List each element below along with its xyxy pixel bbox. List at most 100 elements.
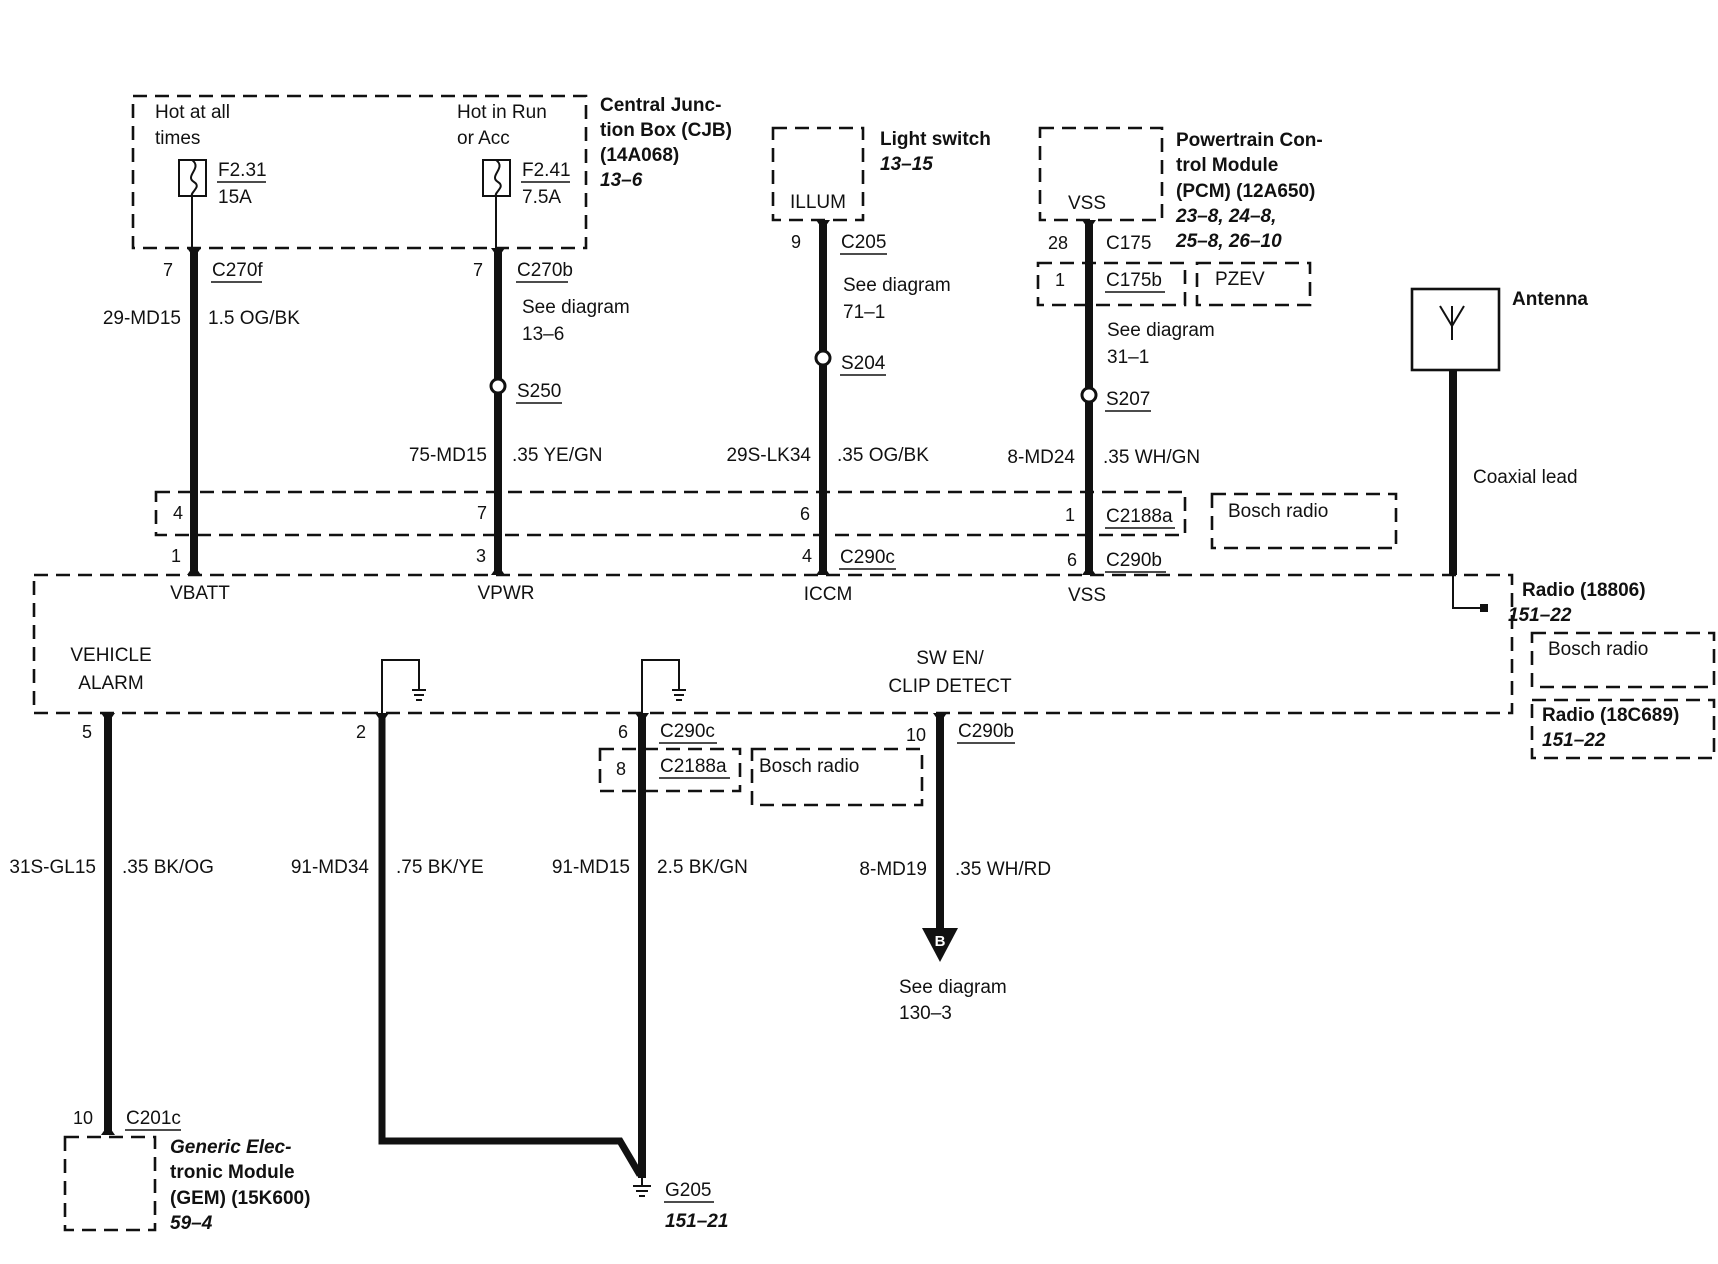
- light-switch-title: Light switch: [880, 129, 991, 150]
- iccm-pin-top: 9: [791, 232, 801, 252]
- gnd2-conn-c2188a: C2188a: [660, 756, 727, 777]
- vpwr-circuit: 75-MD15: [409, 445, 487, 466]
- wire-iccm: 9 C205 See diagram 71–1 S204 29S-LK34 .3…: [726, 220, 951, 605]
- wire-vehicle-alarm: 5 31S-GL15 .35 BK/OG 10 C201c: [9, 713, 214, 1135]
- alarm-pin-gem: 10: [73, 1108, 93, 1128]
- swen-conn: C290b: [958, 721, 1014, 742]
- generic-electronic-module: Generic Elec- tronic Module (GEM) (15K60…: [63, 1135, 310, 1234]
- sw-en-1: SW EN/: [916, 648, 984, 669]
- illum-label: ILLUM: [790, 192, 846, 213]
- gnd2-conn: C290c: [660, 721, 715, 742]
- cjb-hot-run-2: or Acc: [457, 128, 510, 149]
- bosch-radio-label-top: Bosch radio: [1228, 501, 1328, 522]
- ground-ref: 151–21: [665, 1211, 728, 1232]
- iccm-see-1: See diagram: [843, 275, 951, 296]
- vss-splice: S207: [1106, 389, 1150, 410]
- antenna-box: [1410, 287, 1501, 372]
- radio-ref: 151–22: [1508, 605, 1572, 626]
- light-switch-ref: 13–15: [880, 154, 933, 175]
- pzev-label: PZEV: [1215, 269, 1265, 290]
- wire-vss: 28 C175 1 C175b PZEV See diagram 31–1 S2…: [1007, 220, 1312, 606]
- c175b-outline: [1036, 261, 1187, 307]
- alarm-pin: 5: [82, 722, 92, 742]
- gnd2-pin-c2188a: 8: [616, 759, 626, 779]
- bosch-radio-box-bottom: [750, 747, 924, 807]
- gnd2-spec: 2.5 BK/GN: [657, 857, 748, 878]
- vss-spec: .35 WH/GN: [1103, 447, 1200, 468]
- wire-vpwr: 7 C270b See diagram 13–6 S250 75-MD15 .3…: [409, 248, 630, 604]
- iccm-splice: S204: [841, 353, 886, 374]
- gnd2-circuit: 91-MD15: [552, 857, 630, 878]
- antenna-icon: [1439, 305, 1465, 340]
- antenna-title: Antenna: [1512, 289, 1588, 310]
- ground-g205: G205 151–21: [633, 1178, 728, 1232]
- iccm-conn-radio: C290c: [840, 547, 895, 568]
- vbatt-pin-radio: 1: [171, 546, 181, 566]
- fuse2-amp: 7.5A: [522, 187, 561, 208]
- vbatt-circuit: 29-MD15: [103, 308, 181, 329]
- pcm-ref-1: 23–8, 24–8,: [1175, 206, 1276, 227]
- powertrain-control-module: VSS Powertrain Con- trol Module (PCM) (1…: [1038, 126, 1323, 252]
- alarm-circuit: 31S-GL15: [9, 857, 96, 878]
- radio-outline: [32, 573, 1514, 715]
- vpwr-pin-c2188a: 7: [477, 503, 487, 523]
- vpwr-splice: S250: [517, 381, 561, 402]
- vbatt-pin-c2188a: 4: [173, 503, 183, 523]
- fuse-icon: [482, 159, 511, 197]
- gnd1-pin: 2: [356, 722, 366, 742]
- swen-see-2: 130–3: [899, 1003, 952, 1024]
- arrow-letter: B: [935, 933, 946, 950]
- vpwr-spec: .35 YE/GN: [512, 445, 602, 466]
- vbatt-signal: VBATT: [170, 583, 230, 604]
- pcm-title-3: (PCM) (12A650): [1176, 181, 1315, 202]
- pcm-vss-label: VSS: [1068, 193, 1106, 214]
- iccm-spec: .35 OG/BK: [837, 445, 929, 466]
- vss-circuit: 8-MD24: [1007, 447, 1075, 468]
- pzev-box: [1195, 261, 1312, 307]
- gem-title-1: Generic Elec-: [170, 1137, 291, 1158]
- radio-alt-box: [1530, 698, 1716, 760]
- iccm-signal: ICCM: [804, 584, 853, 605]
- gnd2-c2188a-outline: [598, 747, 742, 793]
- cjb-title-1: Central Junc-: [600, 95, 721, 116]
- vbatt-pin-top: 7: [163, 260, 173, 280]
- radio-title: Radio (18806): [1522, 580, 1646, 601]
- cjb-hot-all-2: times: [155, 128, 200, 149]
- cjb-outline: [131, 94, 588, 250]
- splice-s250: [489, 377, 507, 395]
- vbatt-conn-top: C270f: [212, 260, 263, 281]
- vss-conn-top: C175: [1106, 233, 1151, 254]
- pcm-title-2: trol Module: [1176, 155, 1278, 176]
- gem-ref: 59–4: [170, 1213, 213, 1234]
- off-page-arrow-icon: [922, 928, 958, 962]
- gnd2-pin: 6: [618, 722, 628, 742]
- splice-s204: [814, 349, 832, 367]
- iccm-pin-c2188a: 6: [800, 504, 810, 524]
- ground-icon: [633, 1178, 651, 1197]
- iccm-pin-radio: 4: [802, 546, 812, 566]
- iccm-circuit: 29S-LK34: [726, 445, 811, 466]
- vss-pin-top: 28: [1048, 233, 1068, 253]
- vehicle-alarm-2: ALARM: [78, 673, 143, 694]
- pcm-title-1: Powertrain Con-: [1176, 130, 1323, 151]
- vss-see-2: 31–1: [1107, 347, 1149, 368]
- cjb-title-2: tion Box (CJB): [600, 120, 732, 141]
- swen-spec: .35 WH/RD: [955, 859, 1051, 880]
- c2188a-connector-band: [154, 490, 1187, 537]
- bosch-radio-box-right: [1530, 631, 1716, 689]
- wire-ground-2: 6 C290c 8 C2188a Bosch radio 91-MD15 2.5…: [552, 713, 924, 1178]
- radio-alt-title: Radio (18C689): [1542, 705, 1679, 726]
- vss-signal: VSS: [1068, 585, 1106, 606]
- vpwr-pin-top: 7: [473, 260, 483, 280]
- central-junction-box: Hot at all times Hot in Run or Acc F2.31…: [131, 94, 732, 250]
- vss-conn-c2188a: C2188a: [1106, 506, 1173, 527]
- vpwr-signal: VPWR: [478, 583, 535, 604]
- sw-en-2: CLIP DETECT: [888, 676, 1012, 697]
- pcm-outline: [1038, 126, 1164, 222]
- gem-title-2: tronic Module: [170, 1162, 295, 1183]
- gnd1-circuit: 91-MD34: [291, 857, 370, 878]
- internal-ground-icon: [381, 659, 426, 713]
- swen-see-1: See diagram: [899, 977, 1007, 998]
- swen-pin: 10: [906, 725, 926, 745]
- ground-id: G205: [665, 1180, 711, 1201]
